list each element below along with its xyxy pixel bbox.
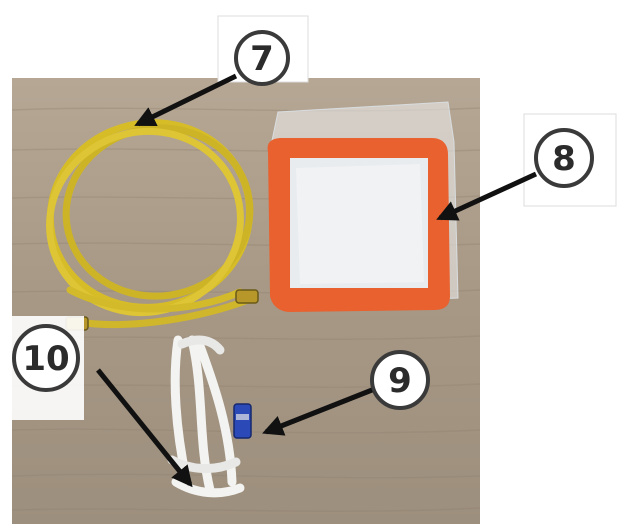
yellow-hose <box>46 119 254 329</box>
pad-white-center <box>290 158 428 288</box>
callout-7: 7 <box>134 15 309 127</box>
callout-10-arrow <box>96 368 193 488</box>
fitting-right <box>235 289 259 304</box>
callout-9: 9 <box>262 350 430 436</box>
callout-10: 10 <box>0 316 193 488</box>
callout-7-ring <box>234 30 290 86</box>
cotton-rope <box>167 335 245 498</box>
callout-7-number: 7 <box>250 39 274 79</box>
callout-9-arrow <box>262 387 373 436</box>
callout-8-arrow <box>436 171 538 221</box>
callout-8-ring <box>534 128 594 188</box>
blue-valve-cap <box>233 403 252 439</box>
pad-highlight <box>296 164 424 284</box>
callout-9-ring <box>370 350 430 410</box>
sealing-pad-package <box>267 101 459 312</box>
callout-7-arrow <box>134 73 238 127</box>
callout-8: 8 <box>436 113 617 221</box>
callout-10-number: 10 <box>22 339 69 379</box>
cap-body <box>233 403 252 439</box>
cap-band <box>236 414 249 420</box>
callout-10-ring <box>12 324 80 392</box>
callout-8-number: 8 <box>552 139 576 179</box>
callout-9-number: 9 <box>388 361 412 401</box>
